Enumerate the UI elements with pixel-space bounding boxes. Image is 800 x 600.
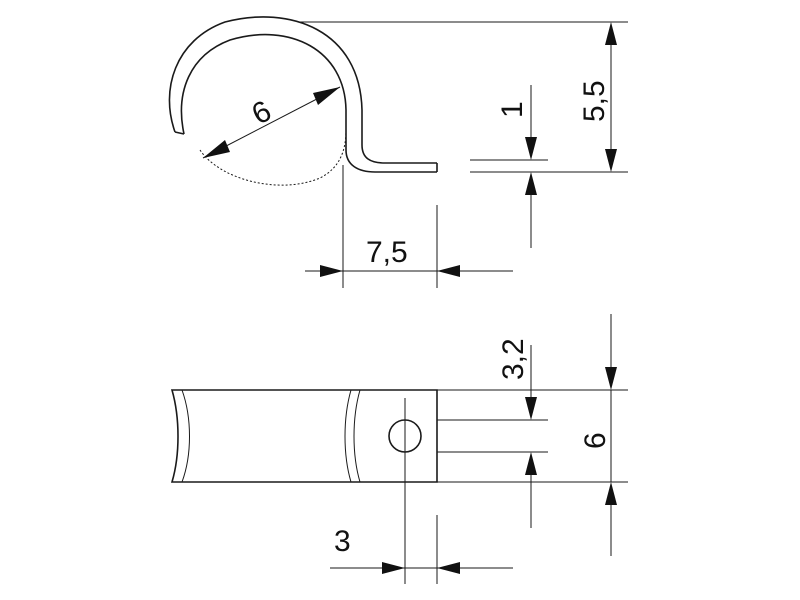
foot-length-label: 7,5 — [366, 236, 408, 269]
strap-width-label: 6 — [579, 432, 612, 449]
band-left-edge — [181, 389, 190, 483]
thickness-arrow-top — [525, 137, 537, 160]
strap-width-arrow-top — [605, 367, 617, 390]
thickness-arrow-bottom — [525, 172, 537, 195]
diameter-arrow-a — [203, 140, 230, 158]
hole-diameter-label: 3,2 — [497, 338, 530, 380]
hole-offset-arrow-right — [437, 562, 460, 574]
clip-hook-end — [174, 131, 185, 135]
height-arrow-bottom — [605, 149, 617, 172]
strap-width-arrow-bottom — [605, 482, 617, 505]
hole-offset-label: 3 — [334, 525, 351, 558]
band-right-edge-outer — [344, 389, 352, 483]
foot-length-arrow-right — [437, 265, 460, 277]
hole-arrow-top — [525, 397, 537, 420]
thickness-label: 1 — [496, 101, 529, 118]
diameter-arrow-b — [313, 87, 340, 105]
height-label: 5,5 — [578, 80, 611, 122]
clip-outer-arc — [168, 16, 437, 164]
tube-circle — [199, 129, 347, 186]
clip-inner-arc — [180, 33, 437, 173]
strap-outline — [170, 389, 438, 483]
foot-length-arrow-left — [320, 265, 343, 277]
band-right-edge-inner — [353, 389, 361, 483]
diameter-label: 6 — [247, 94, 277, 131]
side-profile-view: 6 5,5 1 7,5 — [168, 16, 628, 288]
hole-arrow-bottom — [525, 452, 537, 475]
height-arrow-top — [605, 22, 617, 45]
hole-offset-arrow-left — [382, 562, 405, 574]
plan-view: 6 3,2 3 — [170, 314, 628, 584]
